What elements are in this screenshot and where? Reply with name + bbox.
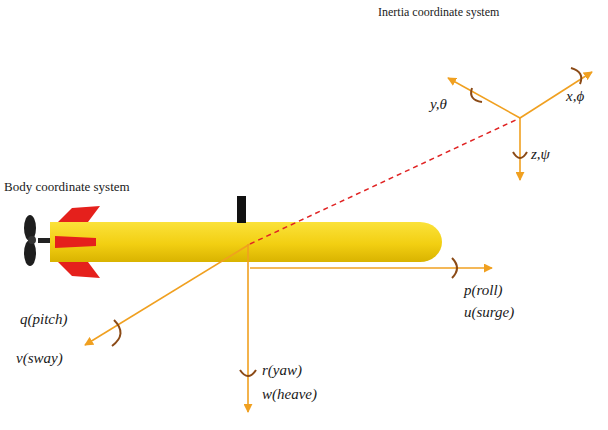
axis-label: v(sway) <box>16 350 63 367</box>
pitch-arc <box>112 320 121 346</box>
propeller-blade <box>24 240 36 266</box>
tail-fin <box>58 206 100 222</box>
axis-label: z,ψ <box>531 146 550 163</box>
propeller-hub <box>28 236 36 244</box>
roll-arc <box>452 258 457 278</box>
mast <box>237 196 246 223</box>
tail-fin <box>55 236 96 248</box>
x-rotation-arc <box>571 68 581 84</box>
yaw-arc <box>240 370 256 376</box>
z-axis <box>519 118 521 180</box>
heave-axis <box>247 244 249 412</box>
origin-link <box>250 118 520 244</box>
propeller-shaft <box>38 238 52 243</box>
frame-title: Body coordinate system <box>4 180 130 195</box>
sway-axis <box>85 244 250 345</box>
axis-label: r(yaw) <box>262 362 302 379</box>
axis-label: p(roll) <box>464 282 503 299</box>
z-rotation-arc <box>513 152 527 158</box>
auv-hull <box>50 222 442 262</box>
y-axis <box>448 78 520 118</box>
surge-axis <box>250 267 492 269</box>
axis-label: w(heave) <box>262 386 317 403</box>
rotation-arcs <box>112 68 581 376</box>
axis-label: x,ϕ <box>566 88 584 105</box>
propeller <box>24 215 52 266</box>
axis-label: q(pitch) <box>20 311 67 328</box>
axis-label: u(surge) <box>464 304 514 321</box>
y-rotation-arc <box>471 88 482 102</box>
axis-label: y,θ <box>430 96 447 113</box>
frame-title: Inertia coordinate system <box>378 6 499 20</box>
tail-fin <box>58 262 100 278</box>
